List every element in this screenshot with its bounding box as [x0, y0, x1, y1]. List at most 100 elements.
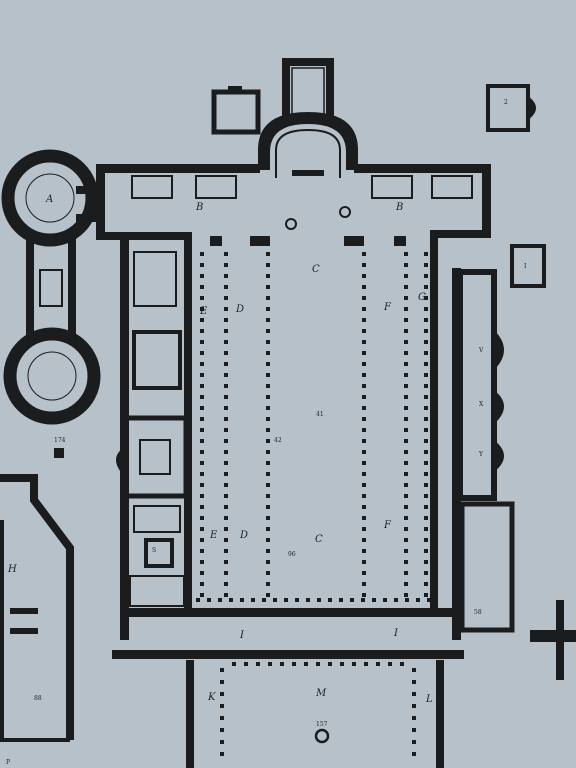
- column-row-6: [424, 285, 428, 289]
- column-row-2: [224, 505, 228, 509]
- chapel-top-left: [211, 86, 261, 135]
- column-row-4: [362, 340, 366, 344]
- apse: [258, 58, 358, 178]
- column-row-1: [200, 538, 204, 542]
- column-row-2: [224, 483, 228, 487]
- column-atrium-top: [376, 662, 380, 666]
- column-row-6: [424, 373, 428, 377]
- column-row-3: [266, 274, 270, 278]
- column-facade: [350, 598, 354, 602]
- column-row-4: [362, 494, 366, 498]
- column-row-5: [404, 461, 408, 465]
- column-row-5: [404, 472, 408, 476]
- column-row-2: [224, 406, 228, 410]
- column-row-6: [424, 395, 428, 399]
- column-row-6: [424, 384, 428, 388]
- column-row-2: [224, 395, 228, 399]
- column-facade: [383, 598, 387, 602]
- column-row-2: [224, 450, 228, 454]
- column-row-3: [266, 296, 270, 300]
- label-atrium-m: M: [315, 688, 327, 699]
- column-atrium-right: [412, 752, 416, 756]
- column-row-6: [424, 571, 428, 575]
- column-row-1: [200, 461, 204, 465]
- column-row-3: [266, 571, 270, 575]
- column-row-2: [224, 549, 228, 553]
- column-row-2: [224, 296, 228, 300]
- column-row-5: [404, 274, 408, 278]
- column-row-4: [362, 373, 366, 377]
- column-row-3: [266, 318, 270, 322]
- column-row-5: [404, 307, 408, 311]
- column-row-5: [404, 483, 408, 487]
- label-transept-b-left: B: [195, 202, 203, 213]
- column-atrium-top: [304, 662, 308, 666]
- column-row-1: [200, 494, 204, 498]
- column-row-6: [424, 593, 428, 597]
- column-row-4: [362, 505, 366, 509]
- label-aisle-g: G: [418, 292, 426, 303]
- column-row-6: [424, 516, 428, 520]
- column-row-1: [200, 395, 204, 399]
- column-row-5: [404, 362, 408, 366]
- column-atrium-right: [412, 728, 416, 732]
- column-row-3: [266, 516, 270, 520]
- column-row-1: [200, 582, 204, 586]
- column-row-3: [266, 527, 270, 531]
- column-row-1: [200, 362, 204, 366]
- column-row-4: [362, 296, 366, 300]
- label-aisle-f-top: F: [383, 302, 392, 313]
- column-row-5: [404, 505, 408, 509]
- label-portico-i-right: I: [393, 628, 399, 639]
- column-atrium-left: [220, 704, 224, 708]
- column-row-3: [266, 450, 270, 454]
- column-row-5: [404, 406, 408, 410]
- column-atrium-right: [412, 704, 416, 708]
- column-row-6: [424, 351, 428, 355]
- rotunda-lower: [3, 327, 101, 425]
- column-row-4: [362, 483, 366, 487]
- column-facade: [317, 598, 321, 602]
- column-facade: [207, 598, 211, 602]
- column-facade: [229, 598, 233, 602]
- column-row-4: [362, 362, 366, 366]
- left-side-chapels: [116, 251, 189, 607]
- column-atrium-top: [316, 662, 320, 666]
- column-row-3: [266, 395, 270, 399]
- column-row-1: [200, 406, 204, 410]
- label-chapel-i: I: [524, 263, 527, 270]
- column-row-6: [424, 582, 428, 586]
- column-row-3: [266, 538, 270, 542]
- column-row-4: [362, 329, 366, 333]
- column-row-1: [200, 351, 204, 355]
- column-row-1: [200, 252, 204, 256]
- column-row-1: [200, 296, 204, 300]
- label-atrium-l: L: [425, 694, 433, 705]
- column-row-2: [224, 252, 228, 256]
- column-row-1: [200, 571, 204, 575]
- column-row-4: [362, 428, 366, 432]
- column-row-2: [224, 439, 228, 443]
- column-atrium-right: [412, 668, 416, 672]
- column-row-4: [362, 318, 366, 322]
- column-row-2: [224, 340, 228, 344]
- column-facade: [339, 598, 343, 602]
- column-row-6: [424, 538, 428, 542]
- column-row-4: [362, 527, 366, 531]
- column-row-5: [404, 593, 408, 597]
- column-facade: [372, 598, 376, 602]
- column-row-3: [266, 472, 270, 476]
- column-row-1: [200, 527, 204, 531]
- label-num-96: 96: [288, 551, 296, 558]
- column-row-3: [266, 329, 270, 333]
- column-row-5: [404, 252, 408, 256]
- column-row-1: [200, 516, 204, 520]
- column-facade: [295, 598, 299, 602]
- column-row-4: [362, 571, 366, 575]
- right-side-chapels: [457, 244, 546, 633]
- nave-colonnades: [196, 252, 431, 602]
- column-row-2: [224, 263, 228, 267]
- column-atrium-top: [388, 662, 392, 666]
- column-row-5: [404, 318, 408, 322]
- column-atrium-left: [220, 692, 224, 696]
